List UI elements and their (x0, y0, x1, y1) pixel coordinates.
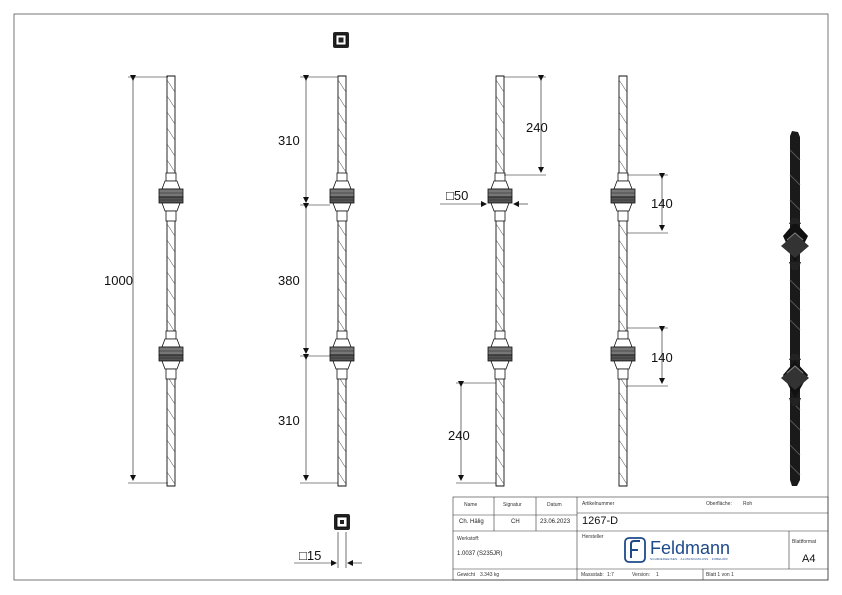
view-4-knots (610, 75, 668, 487)
sheet-number: Blatt 1 von 1 (706, 572, 734, 578)
logo-wordmark: Feldmann (650, 538, 731, 558)
dim-middle-segment: 380 (278, 273, 300, 288)
rendered-3d-view (781, 131, 809, 486)
version-value: 1 (656, 572, 659, 578)
title-block-grid (452, 496, 829, 581)
logo-tagline: SCHMIEDEEISEN · ALUMINIUMGUSS · ZUBEHÖR (650, 557, 728, 561)
format-value: A4 (802, 553, 816, 565)
manufacturer-label: Hersteller (582, 534, 604, 540)
scale-value: 1:7 (607, 572, 614, 578)
dim-lower-knot-height: 140 (651, 350, 673, 365)
name-label: Name (464, 502, 478, 508)
dim-overall-length: 1000 (104, 273, 133, 288)
sheet-border (13, 13, 829, 581)
article-label: Artikelnummer (582, 501, 615, 507)
dim-top-offset: 240 (526, 120, 548, 135)
view-1-overall (128, 75, 184, 487)
view-2-segments (300, 75, 355, 487)
surface-value: Roh (743, 501, 753, 507)
drawer-signature: CH (511, 519, 520, 525)
dim-top-segment: 310 (278, 133, 300, 148)
weight-label: Gewicht (457, 572, 476, 578)
material-value: 1.0037 (S235JR) (457, 551, 503, 557)
view-3-offsets (440, 75, 546, 487)
dim-bar-square: □15 (299, 548, 322, 563)
signature-label: Signatur (503, 502, 522, 508)
format-label: Blattformat (792, 539, 817, 545)
bottom-view-square (294, 514, 362, 568)
article-number: 1267-D (582, 515, 619, 527)
dim-bottom-offset: 240 (448, 428, 470, 443)
drawer-name: Ch. Hälig (459, 519, 484, 525)
scale-label: Massstab: (581, 572, 604, 578)
dim-knot-square: □50 (446, 188, 469, 203)
dim-upper-knot-height: 140 (651, 196, 673, 211)
feldmann-logo (624, 537, 646, 563)
top-view-square (333, 32, 349, 48)
dim-bottom-segment: 310 (278, 413, 300, 428)
date-value: 23.06.2023 (540, 519, 571, 525)
version-label: Version: (632, 572, 651, 578)
date-label: Datum (547, 502, 562, 508)
weight-value: 3.343 kg (480, 572, 500, 578)
material-label: Werkstoff: (457, 536, 480, 542)
surface-label: Oberfläche: (706, 501, 732, 507)
